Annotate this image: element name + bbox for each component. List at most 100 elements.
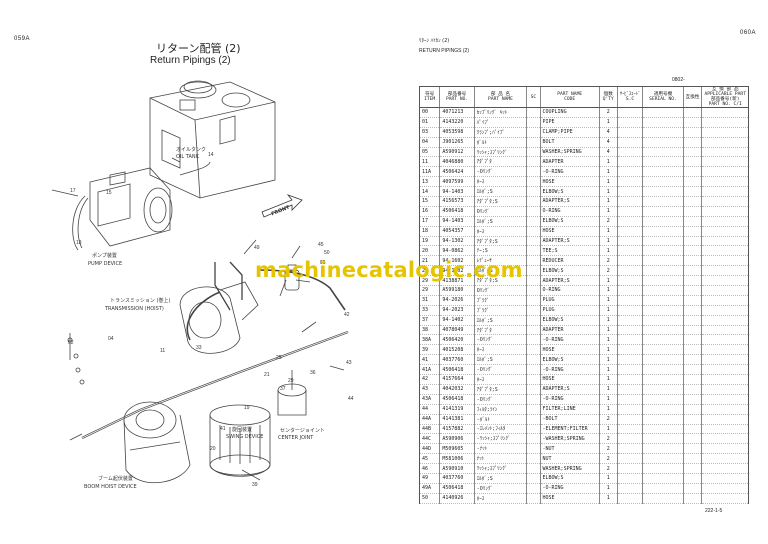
cell-code: ELBOW;S [539,354,600,366]
cell-compat [682,176,702,188]
cell-partname: Oﾘﾝｸﾞ [473,206,527,217]
cell-serial [642,344,684,356]
cell-svc [616,186,643,198]
cell-compat [682,414,702,425]
center-joint-label-en: CENTER JOINT [278,435,314,441]
cell-applicable [701,414,749,425]
cell-compat [682,245,702,257]
swing-label-jp: 旋回装置 [232,427,253,433]
cell-sc [526,433,540,445]
cell-serial [642,166,684,178]
pump-label-en: PUMP DEVICE [88,261,123,267]
cell-partno: 4506418 [439,364,475,376]
cell-sc [526,156,540,168]
cell-svc [616,285,643,296]
cell-compat [682,325,702,336]
cell-svc [616,404,643,415]
cell-item: 29 [418,285,440,296]
cell-item: 43A [418,394,440,405]
cell-compat [682,236,702,247]
cell-serial [642,255,684,267]
cell-compat [682,275,702,287]
cell-compat [682,127,702,138]
cell-qty: 2 [598,453,618,465]
callout-41: 41 [220,426,226,432]
cell-code: ADAPTER;S [539,236,600,247]
cell-compat [682,463,702,474]
cell-qty: 1 [598,384,618,395]
callout-20: 20 [210,446,216,452]
cell-sc [526,196,540,207]
cell-qty: 1 [598,483,618,494]
cell-partname: ｴﾙﾎﾞ;S [473,216,527,227]
cell-svc [616,483,643,494]
cell-partname: ﾅｯﾄ [473,453,527,465]
swing-device-drawing [209,404,271,477]
cell-code: ADAPTER [539,156,600,168]
cell-partno: 4506418 [439,394,475,405]
cell-code: ELBOW;S [539,186,600,198]
cell-code: REDUCER [539,255,600,267]
cell-serial [642,334,684,346]
cell-code: O-RING [539,285,600,296]
boom-hoist-label-en: BOOM HOIST DEVICE [84,484,137,490]
cell-partname: -Oﾘﾝｸﾞ [473,394,527,405]
cell-compat [682,107,702,118]
cell-applicable [701,275,749,287]
cell-svc [616,206,643,217]
cell-qty: 2 [598,255,618,267]
cell-applicable [701,236,749,247]
cell-sc [526,255,540,267]
cell-sc [526,147,540,158]
cell-qty: 1 [598,374,618,385]
cell-svc [616,424,643,435]
cell-compat [682,374,702,385]
cell-serial [642,216,684,227]
cell-sc [526,305,540,316]
cell-item: 19 [418,236,440,247]
cell-serial [642,414,684,425]
cell-qty: 1 [598,176,618,188]
cell-compat [682,344,702,356]
cell-partname: -Oﾘﾝｸﾞ [473,483,527,494]
callout-25: 25 [276,355,282,361]
cell-serial [642,176,684,188]
cell-svc [616,463,643,474]
cell-svc [616,394,643,405]
cell-sc [526,384,540,395]
cell-item: 39 [418,344,440,356]
cell-svc [616,176,643,188]
right-page-code: 060A [740,30,757,36]
cell-applicable [701,176,749,188]
cell-qty: 1 [598,344,618,356]
cell-sc [526,216,540,227]
cell-applicable [701,493,749,504]
cell-svc [616,374,643,385]
cell-applicable [701,404,749,415]
callout-44: 44 [348,396,354,402]
cell-compat [682,394,702,405]
cell-item: 16 [418,206,440,217]
callout-11: 11 [160,348,166,354]
transmission-label-en: TRANSMISSION (HOIST) [105,306,164,312]
cell-compat [682,364,702,376]
cell-sc [526,107,540,118]
cell-item: 21 [418,255,440,267]
cell-sc [526,265,540,277]
cell-svc [616,305,643,316]
cell-serial [642,354,684,366]
swing-label-en: SWING DEVICE [226,434,264,440]
callout-39: 39 [252,482,258,488]
cell-partno: A590910 [439,463,475,474]
cell-item: 38 [418,325,440,336]
cell-applicable [701,344,749,356]
cell-serial [642,443,684,455]
